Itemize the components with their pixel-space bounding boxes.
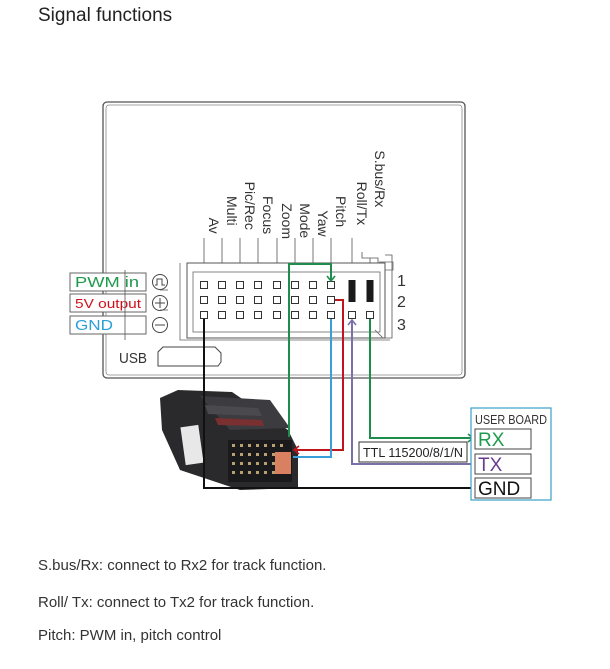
pin-label: Focus — [260, 196, 276, 234]
wire-gnd-blue — [293, 319, 332, 458]
ttl-label: TTL 115200/8/1/N — [363, 445, 463, 460]
wire-5v-red — [294, 299, 344, 451]
receiver-image — [160, 390, 298, 490]
header-pin — [236, 311, 244, 319]
usb-label: USB — [119, 350, 147, 367]
page-title: Signal functions — [38, 5, 173, 26]
wire-gnd-black — [203, 319, 473, 489]
pin-label: Yaw — [315, 210, 331, 237]
arrow-icon — [326, 275, 336, 283]
user-board-pin-label: GND — [478, 479, 520, 500]
row-number: 3 — [397, 317, 406, 334]
note-pitch: Pitch: PWM in, pitch control — [38, 627, 222, 644]
header-pin — [200, 311, 208, 319]
header-pin — [366, 311, 374, 319]
header-pin — [273, 311, 281, 319]
header-pins — [200, 280, 374, 319]
legend-label: 5V output — [75, 296, 141, 311]
user-board-pin-label: RX — [478, 430, 505, 451]
pin-label: Multi — [224, 196, 240, 226]
user-board-pin-box — [474, 453, 532, 475]
controller-board-outline — [102, 101, 466, 379]
header-pin-bar — [366, 280, 374, 302]
header-pin — [327, 281, 335, 289]
header-pin — [236, 281, 244, 289]
header-pin-bar — [348, 280, 356, 302]
legend-label: PWM in — [75, 274, 139, 291]
user-board-title: USER BOARD — [475, 412, 547, 427]
pin-label: Pitch — [333, 196, 349, 227]
header-pin — [291, 311, 299, 319]
user-board-pin-box — [474, 428, 532, 450]
pin-label: S.bus/Rx — [372, 150, 388, 207]
header-pin — [254, 296, 262, 304]
pin-label: Av — [206, 218, 222, 234]
header-pin — [218, 311, 226, 319]
header-pin — [309, 296, 317, 304]
header-pin — [200, 281, 208, 289]
user-board-pin-label: TX — [478, 455, 503, 476]
header-pin — [218, 296, 226, 304]
header-pin — [200, 296, 208, 304]
header-pin — [254, 311, 262, 319]
ttl-label-box — [358, 441, 468, 463]
legend-box — [69, 315, 147, 335]
pin-label: Pic/Rec — [242, 182, 258, 230]
pin-label: Roll/Tx — [354, 182, 370, 226]
header-pin — [327, 311, 335, 319]
header-pin — [309, 281, 317, 289]
arrow-icon — [292, 445, 300, 455]
row-number: 2 — [397, 294, 406, 311]
wire-rx-green — [369, 319, 473, 439]
user-board: USER BOARD RX TX GND — [470, 407, 552, 501]
header-pin — [348, 311, 356, 319]
legend-box — [69, 272, 147, 292]
header-pin — [273, 281, 281, 289]
header-pin — [291, 296, 299, 304]
pin-label: Mode — [297, 203, 313, 238]
header-pin — [327, 296, 335, 304]
wire-pwm-green — [288, 263, 332, 437]
header-pin — [309, 311, 317, 319]
wire-tx-purple — [351, 320, 473, 465]
legend-box — [69, 293, 147, 313]
header-pin — [291, 281, 299, 289]
user-board-pin-box — [474, 477, 532, 499]
controller-board-inner — [105, 104, 463, 376]
legend-label: GND — [75, 317, 113, 334]
row-numbers: 1 2 3 — [397, 273, 406, 334]
pin-label: Zoom — [279, 203, 295, 239]
usb-port-icon — [157, 346, 222, 367]
header-pin — [254, 281, 262, 289]
wires — [203, 263, 475, 489]
header-pin — [218, 281, 226, 289]
note-roll: Roll/ Tx: connect to Tx2 for track funct… — [38, 594, 315, 611]
row-number: 1 — [397, 273, 406, 290]
header-pin — [273, 296, 281, 304]
note-sbus: S.bus/Rx: connect to Rx2 for track funct… — [38, 557, 327, 574]
pulse-icon — [152, 274, 168, 290]
arrow-icon — [347, 318, 357, 326]
header-pin — [236, 296, 244, 304]
